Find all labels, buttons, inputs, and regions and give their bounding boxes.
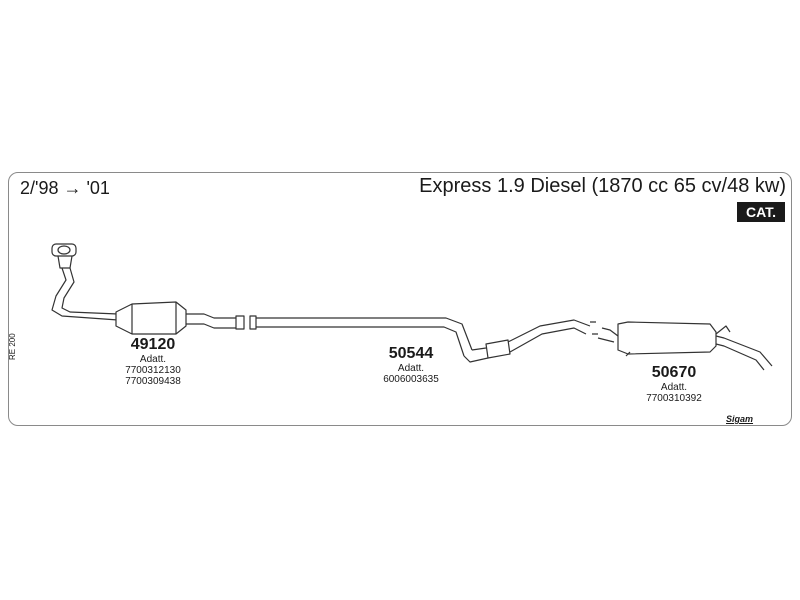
part-ref: 7700310392 (646, 393, 702, 404)
resonator (485, 339, 511, 359)
part-50670: 50670 Adatt. 7700310392 (634, 364, 714, 404)
part-ref: 6006003635 (383, 374, 439, 385)
date-range: 2/'98 → '01 (20, 178, 110, 198)
part-adapt-label: Adatt. (660, 382, 688, 393)
part-50544: 50544 Adatt. 6006003635 (371, 345, 451, 385)
catalytic-converter (115, 301, 187, 335)
part-number: 50544 (388, 345, 434, 362)
downpipe (51, 267, 119, 321)
part-ref: 7700309438 (125, 376, 181, 387)
intermediate-pipe (250, 317, 473, 357)
reference-code: RE 200 (8, 333, 17, 360)
diagram-title: Express 1.9 Diesel (1870 cc 65 cv/48 kw) (419, 175, 786, 197)
front-flange (51, 243, 77, 269)
part-number: 50670 (651, 364, 697, 381)
part-adapt-label: Adatt. (397, 363, 425, 374)
diagram-frame (8, 172, 792, 426)
part-adapt-label: Adatt. (139, 354, 167, 365)
part-number: 49120 (130, 336, 176, 353)
part-49120: 49120 Adatt. 7700312130 7700309438 (113, 336, 193, 387)
brand-logo: Sigam (726, 414, 754, 424)
part-ref: 7700312130 (125, 365, 181, 376)
rear-silencer (617, 321, 717, 355)
catalyst-badge: CAT. (737, 202, 785, 222)
